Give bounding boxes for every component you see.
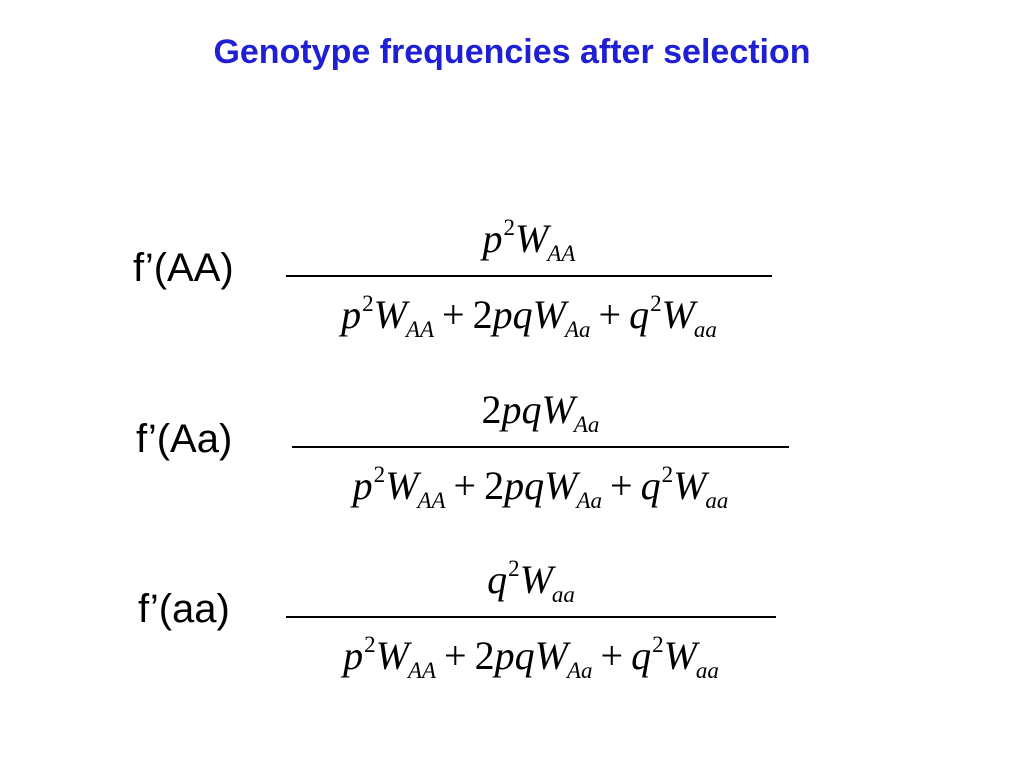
numerator-fitness: W — [541, 387, 575, 432]
denominator-term2-subscript: Aa — [576, 488, 602, 513]
equation-f-aa: f’(aa) q2Waa p2WAA+2pqWAa+q2Waa — [0, 556, 1024, 696]
denominator-term3-exponent: 2 — [650, 291, 662, 316]
numerator-exponent: 2 — [503, 215, 516, 240]
denominator-term2-base: pq — [494, 633, 535, 678]
plus-sign: + — [600, 633, 624, 678]
denominator-term2-subscript: Aa — [566, 658, 593, 683]
numerator-base: pq — [501, 387, 542, 432]
denominator-term2-subscript: Aa — [564, 317, 591, 342]
denominator-term2-coefficient: 2 — [474, 633, 495, 678]
denominator-term3-exponent: 2 — [661, 462, 674, 487]
denominator-term1-base: p — [352, 463, 373, 508]
fraction-bar — [286, 616, 776, 618]
denominator-term1-subscript: AA — [407, 658, 437, 683]
equation-f-AA: f’(AA) p2WAA p2WAA+2pqWAa+q2Waa — [0, 215, 1024, 355]
plus-sign: + — [598, 292, 622, 337]
numerator-fitness: W — [515, 216, 549, 261]
plus-sign: + — [453, 463, 477, 508]
fraction-numerator: q2Waa — [286, 556, 776, 607]
denominator-term3-base: q — [629, 292, 650, 337]
plus-sign: + — [442, 292, 465, 337]
denominator-term1-exponent: 2 — [373, 462, 386, 487]
numerator-base: p — [482, 216, 503, 261]
plus-sign: + — [610, 463, 633, 508]
denominator-term1-base: p — [343, 633, 364, 678]
equation-label: f’(aa) — [138, 587, 230, 631]
denominator-term2-fitness: W — [534, 633, 568, 678]
denominator-term1-subscript: AA — [405, 317, 435, 342]
numerator-base: q — [487, 557, 508, 602]
fraction-numerator: p2WAA — [286, 215, 772, 266]
denominator-term1-subscript: AA — [417, 488, 446, 513]
equation-label: f’(AA) — [133, 246, 234, 290]
denominator-term3-fitness: W — [661, 292, 695, 337]
denominator-term2-coefficient: 2 — [472, 292, 493, 337]
fraction-bar — [286, 275, 772, 277]
denominator-term1-base: p — [341, 292, 362, 337]
denominator-term1-fitness: W — [373, 292, 407, 337]
equation-label: f’(Aa) — [136, 417, 233, 461]
denominator-term1-exponent: 2 — [362, 291, 374, 316]
denominator-term2-base: pq — [492, 292, 533, 337]
slide-title: Genotype frequencies after selection — [213, 33, 811, 71]
denominator-term3-base: q — [631, 633, 652, 678]
denominator-term3-subscript: aa — [693, 317, 717, 342]
fraction-numerator: 2pqWAa — [292, 386, 789, 437]
denominator-term2-fitness: W — [544, 463, 578, 508]
fraction-denominator: p2WAA+2pqWAa+q2Waa — [292, 462, 789, 513]
denominator-term3-fitness: W — [663, 633, 697, 678]
denominator-term3-subscript: aa — [705, 488, 729, 513]
denominator-term2-fitness: W — [532, 292, 566, 337]
fraction-denominator: p2WAA+2pqWAa+q2Waa — [286, 632, 776, 683]
fraction-denominator: p2WAA+2pqWAa+q2Waa — [286, 291, 772, 342]
denominator-term3-subscript: aa — [695, 658, 719, 683]
equation-f-Aa: f’(Aa) 2pqWAa p2WAA+2pqWAa+q2Waa — [0, 386, 1024, 526]
denominator-term3-base: q — [640, 463, 661, 508]
numerator-coefficient: 2 — [481, 387, 502, 432]
numerator-fitness: W — [519, 557, 553, 602]
fraction-bar — [292, 446, 789, 448]
denominator-term3-fitness: W — [673, 463, 707, 508]
denominator-term2-coefficient: 2 — [484, 463, 505, 508]
denominator-term1-fitness: W — [375, 633, 409, 678]
plus-sign: + — [444, 633, 467, 678]
denominator-term2-base: pq — [504, 463, 545, 508]
numerator-subscript: Aa — [573, 412, 600, 437]
numerator-subscript: AA — [547, 241, 576, 266]
denominator-term3-exponent: 2 — [652, 632, 664, 657]
denominator-term1-fitness: W — [385, 463, 419, 508]
denominator-term1-exponent: 2 — [364, 632, 376, 657]
numerator-subscript: aa — [551, 582, 575, 607]
numerator-exponent: 2 — [508, 556, 520, 581]
